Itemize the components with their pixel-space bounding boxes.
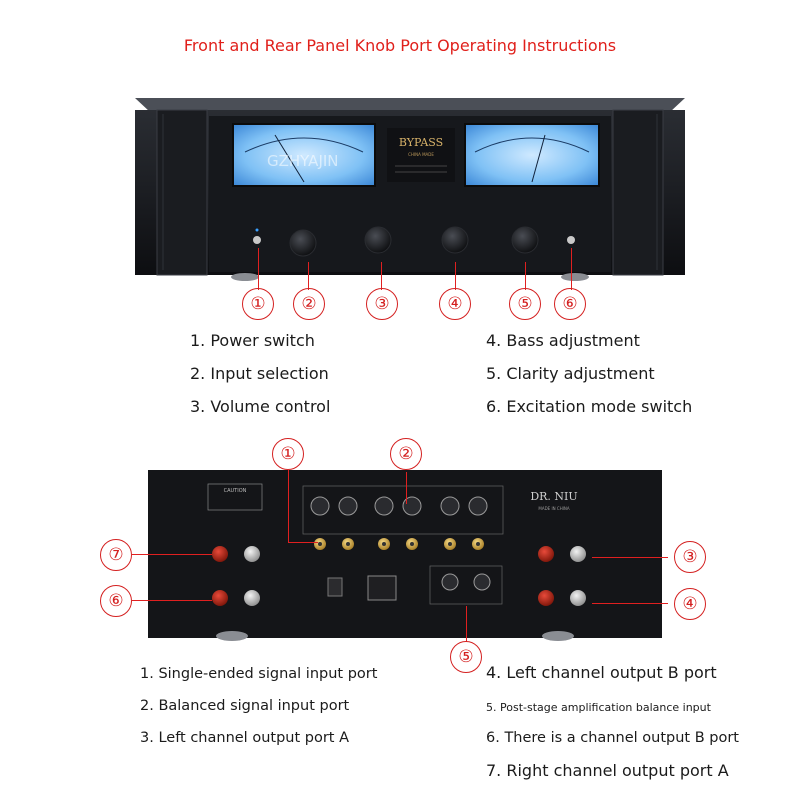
power-inlet <box>367 575 397 601</box>
rear-item-3: 3. Left channel output port A <box>140 730 350 746</box>
front-brand-sub: CHINA MADE <box>408 152 434 157</box>
volume-knob[interactable] <box>364 226 392 254</box>
page-title: Front and Rear Panel Knob Port Operating… <box>183 36 617 55</box>
rear-leader-1-horiz <box>288 542 318 543</box>
rear-leader-7 <box>132 554 212 555</box>
front-brand-logo: BYPASS <box>399 136 443 149</box>
post-stage-balance-input-ports[interactable] <box>441 573 491 591</box>
front-item-6: 6. Excitation mode switch <box>486 397 693 416</box>
excitation-mode-switch[interactable] <box>567 236 575 244</box>
watermark: GZHYAJIN <box>267 152 339 170</box>
bass-knob[interactable] <box>441 226 469 254</box>
front-item-2: 2. Input selection <box>190 364 329 383</box>
front-callout-1: ① <box>242 288 274 320</box>
input-selection-knob[interactable] <box>289 229 317 257</box>
single-ended-input-ports[interactable] <box>314 538 484 550</box>
rear-leader-2 <box>406 472 407 504</box>
rear-brand-logo: DR. NIU <box>530 490 577 503</box>
rear-item-7: 7. Right channel output port A <box>486 761 729 780</box>
front-callout-5: ⑤ <box>509 288 541 320</box>
rear-brand-sub: MADE IN CHINA <box>538 506 569 511</box>
power-switch[interactable] <box>253 228 261 245</box>
rear-callout-1: ① <box>272 438 304 470</box>
front-callout-2: ② <box>293 288 325 320</box>
rear-item-4: 4. Left channel output B port <box>486 663 717 682</box>
front-panel-photo: BYPASS CHINA MADE GZHYAJIN <box>135 98 685 281</box>
front-callout-3: ③ <box>366 288 398 320</box>
rear-leader-3 <box>592 557 668 558</box>
rear-right-speaker-terminals[interactable] <box>538 546 586 606</box>
rear-callout-3: ③ <box>674 541 706 573</box>
front-item-1: 1. Power switch <box>190 331 315 350</box>
front-item-3: 3. Volume control <box>190 397 331 416</box>
left-vu-meter <box>232 123 376 187</box>
rear-item-2: 2. Balanced signal input port <box>140 698 350 714</box>
rear-item-5: 5. Post-stage amplification balance inpu… <box>486 701 711 714</box>
rear-callout-2: ② <box>390 438 422 470</box>
power-rocker-switch[interactable] <box>327 577 343 597</box>
rear-leader-1-vert <box>288 470 289 542</box>
front-leader-6 <box>571 248 572 290</box>
front-item-4: 4. Bass adjustment <box>486 331 640 350</box>
front-callout-4: ④ <box>439 288 471 320</box>
rear-item-6: 6. There is a channel output B port <box>486 730 739 746</box>
front-leader-2 <box>308 262 309 290</box>
right-vu-meter <box>464 123 600 187</box>
rear-leader-5 <box>466 606 467 642</box>
rear-left-speaker-terminals[interactable] <box>212 546 260 606</box>
front-leader-1 <box>258 248 259 290</box>
rear-callout-5: ⑤ <box>450 641 482 673</box>
front-callout-6: ⑥ <box>554 288 586 320</box>
rear-leader-6 <box>132 600 212 601</box>
rear-panel-photo: CAUTION DR. NIU MADE IN CHINA <box>148 470 662 641</box>
caution-label: CAUTION <box>224 488 247 494</box>
rear-item-1: 1. Single-ended signal input port <box>140 666 378 682</box>
rear-callout-4: ④ <box>674 588 706 620</box>
clarity-knob[interactable] <box>511 226 539 254</box>
front-leader-3 <box>381 262 382 290</box>
rear-leader-4 <box>592 603 668 604</box>
balanced-input-ports[interactable] <box>310 496 488 516</box>
rear-callout-7: ⑦ <box>100 539 132 571</box>
front-leader-4 <box>455 262 456 290</box>
front-item-5: 5. Clarity adjustment <box>486 364 655 383</box>
front-leader-5 <box>525 262 526 290</box>
rear-callout-6: ⑥ <box>100 585 132 617</box>
